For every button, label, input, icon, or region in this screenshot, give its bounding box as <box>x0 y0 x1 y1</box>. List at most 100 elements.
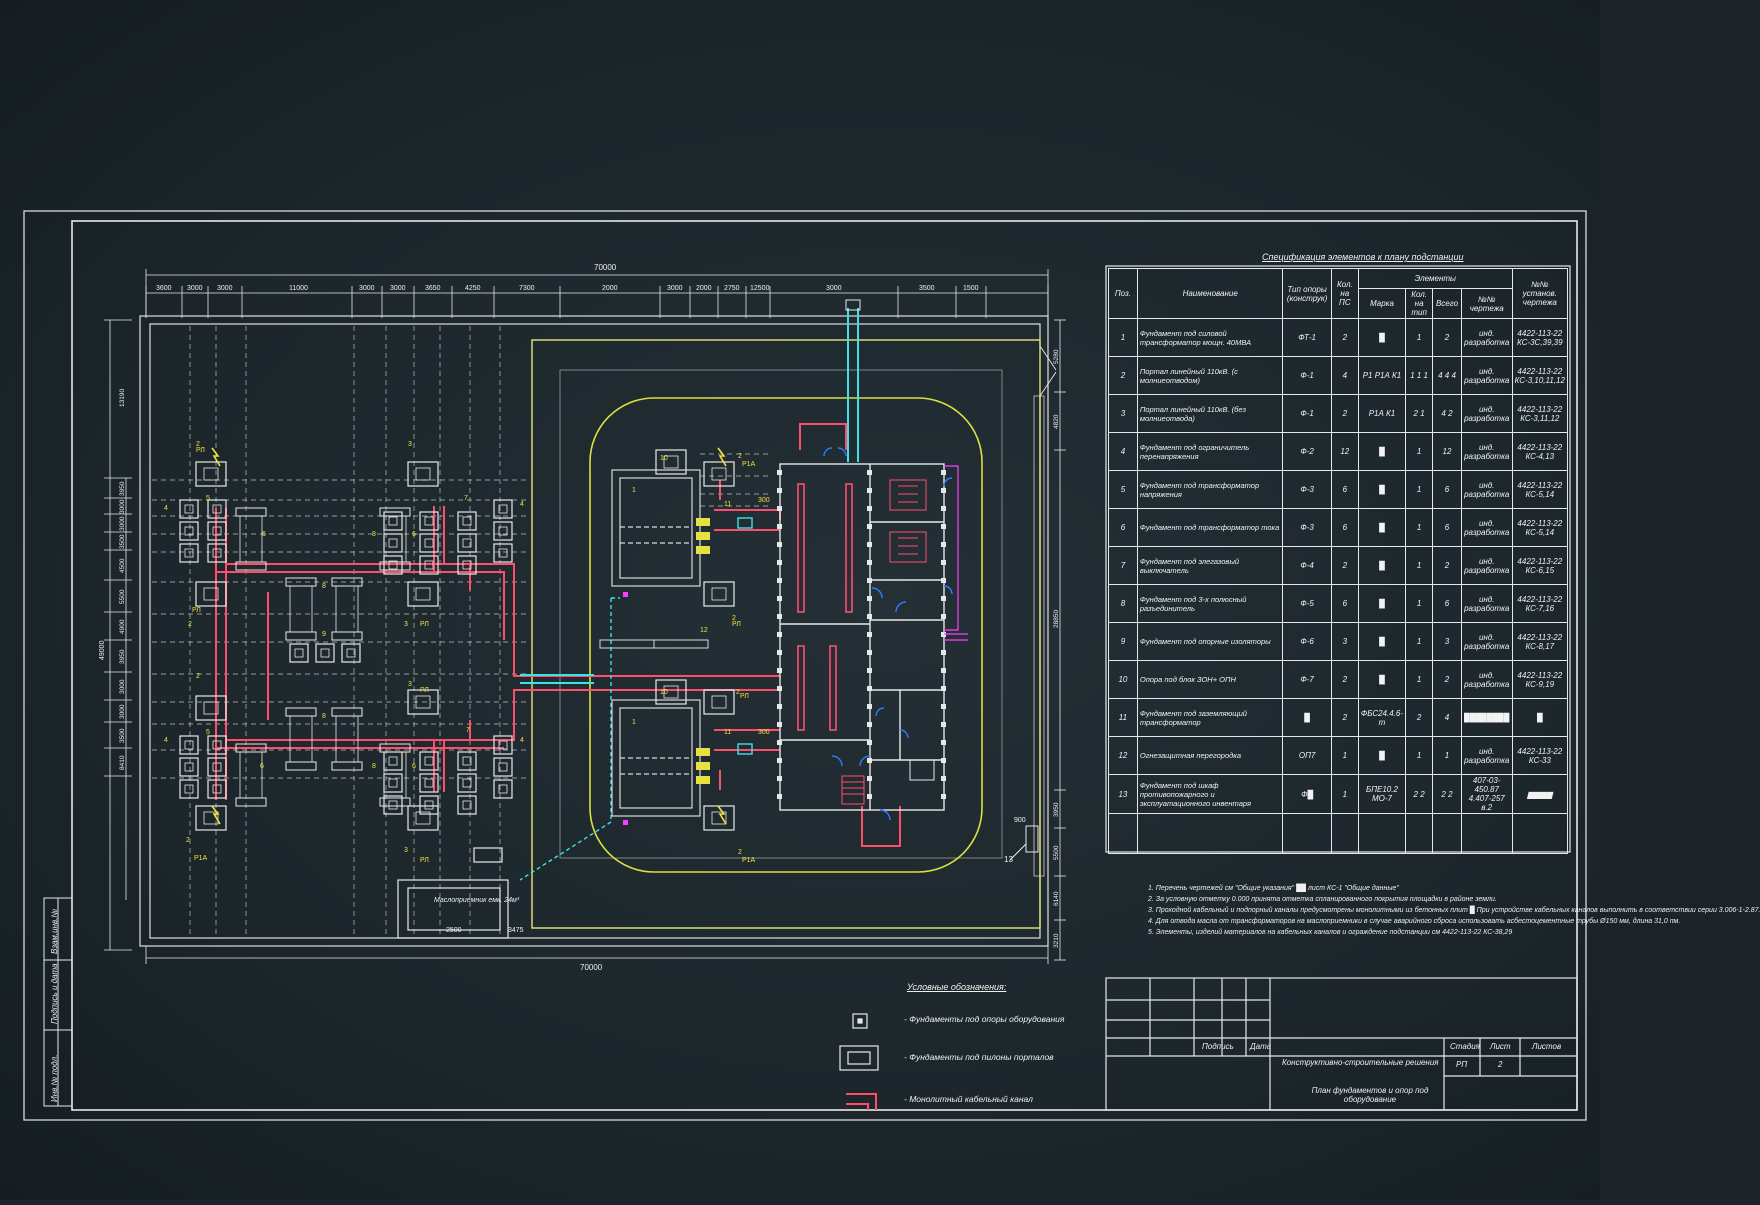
equipment-foundation[interactable] <box>383 511 403 531</box>
portal-pylon-foundation[interactable] <box>195 581 227 607</box>
portal-pylon-foundation[interactable] <box>407 689 439 715</box>
legend-item-foundations: - Фундаменты под опоры оборудования <box>904 1014 1065 1024</box>
spec-cell-type: ФТ-1 <box>1282 318 1332 357</box>
equipment-foundation[interactable] <box>207 499 227 519</box>
right-dim-label: 4820 <box>1053 414 1060 429</box>
spec-cell-qty_el: 1 <box>1404 508 1434 547</box>
equipment-foundation[interactable] <box>457 511 477 531</box>
spec-cell-qty_el: 2 <box>1404 698 1434 737</box>
spec-cell-install: 4422-113-22 КС-5,14 <box>1511 508 1569 547</box>
top-dim-label: 4250 <box>465 285 481 292</box>
legend-channel-icon <box>846 1093 877 1110</box>
spec-cell-pos: 7 <box>1108 546 1138 585</box>
equipment-foundation[interactable] <box>179 521 199 541</box>
equipment-foundation[interactable] <box>383 751 403 771</box>
pipe-head <box>845 299 861 311</box>
portal-pylon-foundation[interactable] <box>195 461 227 487</box>
equipment-foundation[interactable] <box>493 757 513 777</box>
disconnector-foundation[interactable] <box>235 743 267 807</box>
equipment-foundation[interactable] <box>383 795 403 815</box>
equipment-foundation[interactable] <box>419 751 439 771</box>
portal-pylon-foundation[interactable] <box>195 805 227 831</box>
portal-pylon-foundation[interactable] <box>655 679 687 705</box>
disconnector-foundation[interactable] <box>331 707 363 771</box>
spec-cell-name: Фундамент под элегазовый выключатель <box>1136 546 1284 585</box>
equipment-foundation[interactable] <box>383 533 403 553</box>
equipment-foundation[interactable] <box>207 543 227 563</box>
equipment-foundation[interactable] <box>493 779 513 799</box>
equipment-foundation[interactable] <box>457 555 477 575</box>
portal-pylon-foundation[interactable] <box>407 581 439 607</box>
equipment-foundation[interactable] <box>207 521 227 541</box>
spec-cell-drawing: инд. разработка <box>1460 432 1513 471</box>
equipment-foundation[interactable] <box>179 499 199 519</box>
portal-pylon-foundation[interactable] <box>407 461 439 487</box>
equipment-foundation[interactable] <box>493 735 513 755</box>
sheet-inner-frame <box>71 220 1578 1111</box>
spec-cell-type: Ф-7 <box>1282 660 1332 699</box>
spec-cell-pos: 9 <box>1108 622 1138 661</box>
equipment-foundation[interactable] <box>457 533 477 553</box>
equipment-foundation[interactable] <box>179 543 199 563</box>
equipment-foundation[interactable] <box>419 773 439 793</box>
spec-cell-type: Ф-6 <box>1282 622 1332 661</box>
disconnector-foundation[interactable] <box>379 743 411 807</box>
portal-pylon-foundation[interactable] <box>407 805 439 831</box>
portal-pylon-foundation[interactable] <box>655 449 687 475</box>
portal-pylon-foundation[interactable] <box>703 805 735 831</box>
spec-cell-type: █ <box>1282 698 1332 737</box>
equipment-foundations[interactable] <box>179 447 735 831</box>
equipment-foundation[interactable] <box>207 779 227 799</box>
position-label-n1: 1 <box>632 719 636 726</box>
equipment-foundation[interactable] <box>419 511 439 531</box>
equipment-foundation[interactable] <box>493 543 513 563</box>
equipment-foundation[interactable] <box>383 773 403 793</box>
equipment-foundation[interactable] <box>419 795 439 815</box>
portal-pylon-foundation[interactable] <box>195 695 227 721</box>
equipment-foundation[interactable] <box>383 555 403 575</box>
disconnector-foundation[interactable] <box>331 577 363 641</box>
equipment-foundation[interactable] <box>315 643 335 663</box>
position-label-n3: 3 <box>404 847 408 854</box>
position-label-n10: 10 <box>660 455 668 462</box>
right-dim-label: 28850 <box>1053 610 1060 628</box>
disconnector-foundation[interactable] <box>285 707 317 771</box>
note-1: 1. Перечень чертежей см "Общие указания"… <box>1148 885 1399 892</box>
equipment-foundation[interactable] <box>493 499 513 519</box>
left-dim-label: 3500 <box>119 534 126 549</box>
equipment-foundation[interactable] <box>179 757 199 777</box>
equipment-foundation[interactable] <box>179 779 199 799</box>
equipment-foundation[interactable] <box>289 643 309 663</box>
disconnector-foundation[interactable] <box>235 507 267 571</box>
position-label-n2: 2 <box>186 837 190 844</box>
spec-cell-install: 4422-113-22 КС-33 <box>1511 736 1569 775</box>
portal-pylon-foundation[interactable] <box>703 689 735 715</box>
disconnector-foundation[interactable] <box>379 507 411 571</box>
notes: 1. Перечень чертежей см "Общие указания"… <box>1148 883 1760 938</box>
spec-cell-drawing: инд. разработка <box>1460 660 1513 699</box>
portal-pylon-foundation[interactable] <box>703 461 735 487</box>
side-stamp-sign: Подпись и дата <box>50 963 59 1024</box>
equipment-foundation[interactable] <box>179 735 199 755</box>
portal-pylon-foundation[interactable] <box>703 581 735 607</box>
equipment-foundation[interactable] <box>457 773 477 793</box>
position-label-dim_300: 300 <box>758 497 770 504</box>
spec-cell-install: █ <box>1511 698 1569 737</box>
equipment-foundation[interactable] <box>493 521 513 541</box>
equipment-foundation[interactable] <box>341 643 361 663</box>
equipment-foundation[interactable] <box>457 751 477 771</box>
stamp-project-title: Конструктивно-строительные решения <box>1282 1058 1439 1067</box>
left-dim-label: 3000 <box>119 516 126 531</box>
spec-cell-name: Фундамент под шкаф противопожарного и эк… <box>1136 774 1284 814</box>
equipment-foundation[interactable] <box>207 735 227 755</box>
equipment-foundation[interactable] <box>207 757 227 777</box>
equipment-foundation[interactable] <box>457 795 477 815</box>
disconnector-foundation[interactable] <box>285 577 317 641</box>
equipment-foundation[interactable] <box>419 533 439 553</box>
position-label-rp: РЛ <box>420 687 429 694</box>
equipment-foundation[interactable] <box>419 555 439 575</box>
